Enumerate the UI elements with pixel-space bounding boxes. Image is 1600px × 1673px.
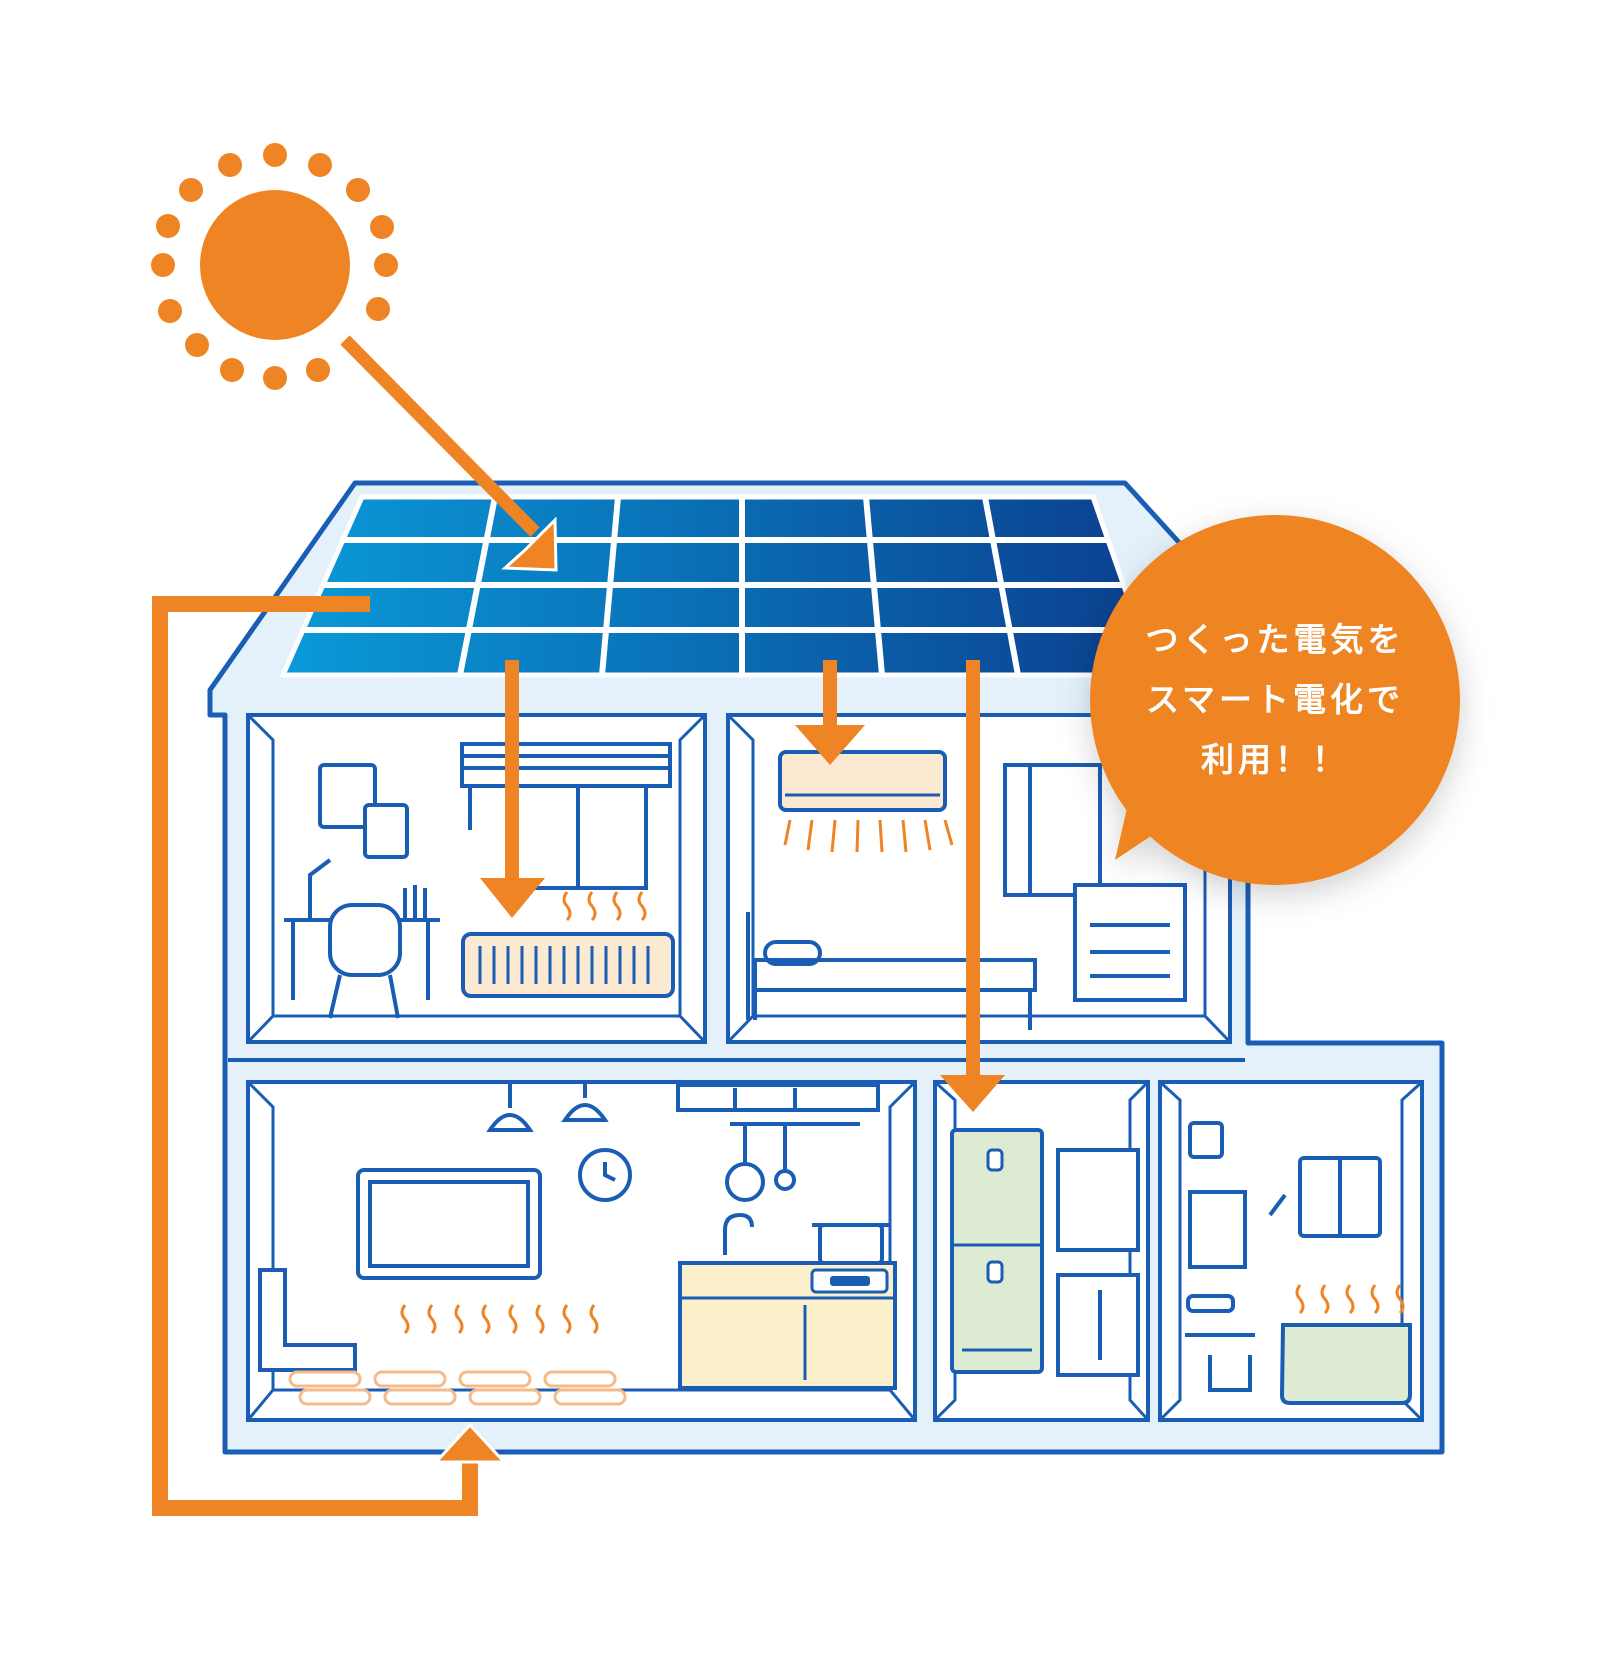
energy-flow-arrows bbox=[152, 335, 1005, 1516]
bathroom bbox=[1185, 1121, 1382, 1392]
callout-line-1: つくった電気を bbox=[1145, 620, 1405, 659]
callout-bubble-shape bbox=[1090, 515, 1460, 885]
heater-icon bbox=[461, 891, 675, 998]
washroom bbox=[1056, 1148, 1140, 1377]
living-kitchen bbox=[258, 1082, 890, 1372]
bathtub-icon bbox=[1279, 1284, 1412, 1405]
bedroom bbox=[746, 763, 1187, 1030]
arrow-to-water-heater bbox=[940, 660, 1005, 1112]
callout-line-3: 利用！！ bbox=[1201, 740, 1349, 779]
arrow-to-air-conditioner bbox=[795, 660, 865, 765]
arrow-to-floor-heating bbox=[152, 596, 508, 1516]
callout-text: つくった電気を スマート電化で 利用！！ bbox=[1090, 515, 1460, 885]
ih-cooktop-icon bbox=[678, 1261, 897, 1390]
callout-line-2: スマート電化で bbox=[1145, 680, 1404, 719]
air-conditioner-icon bbox=[778, 750, 954, 853]
sun-icon bbox=[151, 143, 398, 390]
heat-pump-water-heater-icon bbox=[950, 1128, 1044, 1374]
arrow-to-heater bbox=[480, 660, 545, 918]
sun-to-panel-arrow bbox=[340, 335, 558, 572]
floor-heating-icon bbox=[288, 1304, 627, 1406]
study-room bbox=[284, 742, 672, 1019]
solar-panel-icon bbox=[279, 494, 1159, 678]
